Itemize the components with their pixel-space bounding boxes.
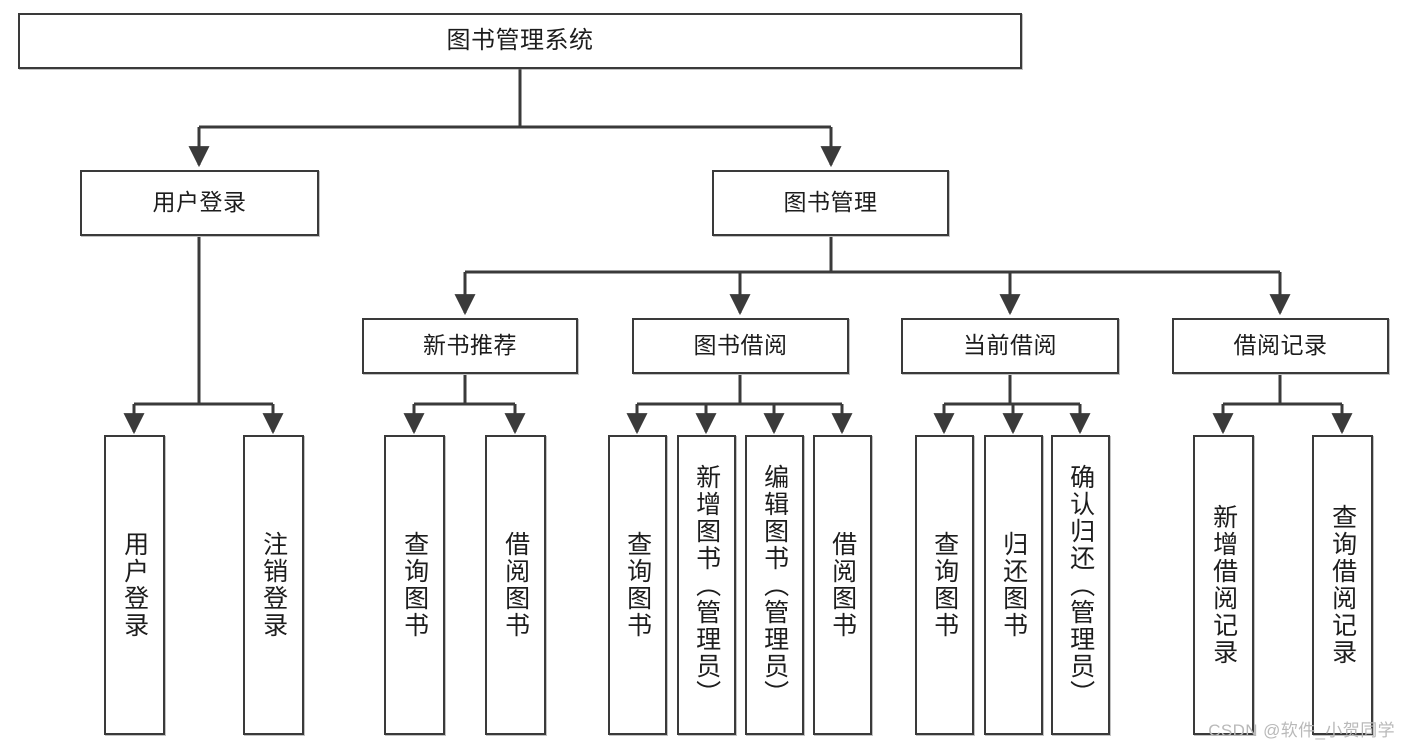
node-label: 编辑图书（管理员） <box>760 463 789 707</box>
node-user-login[interactable]: 用户登录 <box>80 170 319 236</box>
node-label: 新书推荐 <box>423 332 517 359</box>
node-label: 查询图书 <box>930 531 959 639</box>
node-label: 新增图书（管理员） <box>692 463 721 707</box>
node-book-borrow[interactable]: 图书借阅 <box>632 318 849 374</box>
node-borrow-record[interactable]: 借阅记录 <box>1172 318 1389 374</box>
leaf-confirm-return[interactable]: 确认归还（管理员） <box>1051 435 1110 735</box>
leaf-add-record[interactable]: 新增借阅记录 <box>1193 435 1254 735</box>
leaf-query-record[interactable]: 查询借阅记录 <box>1312 435 1373 735</box>
node-book-manage[interactable]: 图书管理 <box>712 170 949 236</box>
node-label: 当前借阅 <box>963 332 1057 359</box>
leaf-query-book-1[interactable]: 查询图书 <box>384 435 445 735</box>
node-label: 图书管理系统 <box>446 26 594 54</box>
leaf-edit-book[interactable]: 编辑图书（管理员） <box>745 435 804 735</box>
leaf-user-login[interactable]: 用户登录 <box>104 435 165 735</box>
leaf-logout-login[interactable]: 注销登录 <box>243 435 304 735</box>
node-label: 图书借阅 <box>693 332 788 359</box>
node-current-borrow[interactable]: 当前借阅 <box>901 318 1119 374</box>
node-label: 查询借阅记录 <box>1328 504 1357 666</box>
node-label: 用户登录 <box>152 189 247 216</box>
leaf-borrow-book-2[interactable]: 借阅图书 <box>813 435 872 735</box>
csdn-watermark: CSDN @软件_小贺同学 <box>1208 721 1395 740</box>
node-label: 新增借阅记录 <box>1209 504 1238 666</box>
leaf-add-book[interactable]: 新增图书（管理员） <box>677 435 736 735</box>
leaf-query-book-2[interactable]: 查询图书 <box>608 435 667 735</box>
node-label: 查询图书 <box>623 531 652 639</box>
leaf-borrow-book-1[interactable]: 借阅图书 <box>485 435 546 735</box>
node-label: 用户登录 <box>120 531 149 639</box>
node-label: 图书管理 <box>783 189 878 216</box>
node-label: 确认归还（管理员） <box>1066 463 1095 707</box>
leaf-query-book-3[interactable]: 查询图书 <box>915 435 974 735</box>
node-root-system[interactable]: 图书管理系统 <box>18 13 1022 69</box>
node-label: 借阅图书 <box>828 531 857 639</box>
node-new-book-recommend[interactable]: 新书推荐 <box>362 318 578 374</box>
node-label: 借阅记录 <box>1233 332 1328 359</box>
node-label: 注销登录 <box>259 531 288 639</box>
leaf-return-book[interactable]: 归还图书 <box>984 435 1043 735</box>
node-label: 借阅图书 <box>501 531 530 639</box>
node-label: 查询图书 <box>400 531 429 639</box>
node-label: 归还图书 <box>999 531 1028 639</box>
